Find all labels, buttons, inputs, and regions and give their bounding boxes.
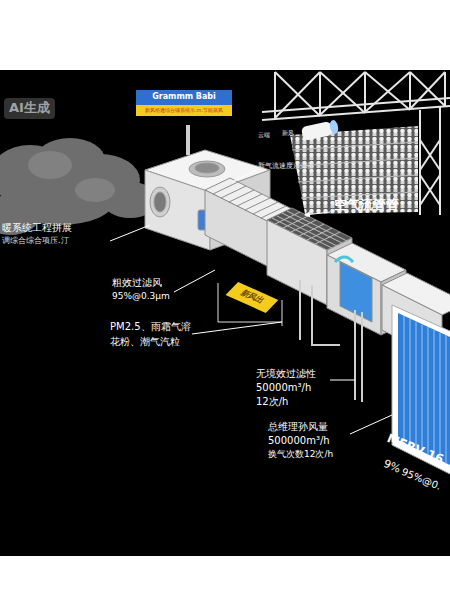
sign-board: Grammm Babi新风组通综合铺系统示.m.节能器风 bbox=[136, 90, 232, 116]
node-heading: Grammm Babi bbox=[136, 90, 232, 105]
background bbox=[0, 70, 450, 556]
watermark: AI生成 bbox=[4, 98, 55, 119]
callout-value: 12次/h bbox=[256, 396, 288, 408]
smoke-light bbox=[28, 151, 115, 202]
sign-post bbox=[186, 125, 190, 155]
callout-value: 50000m³/h bbox=[256, 382, 311, 394]
cyan-pipe bbox=[335, 257, 353, 262]
callout-text: 粗效过滤风 bbox=[112, 277, 162, 289]
node-body: 新风组通综合铺系统示.m.节能器风 bbox=[136, 105, 232, 117]
callout-text: 暖系统工程拼展 bbox=[2, 222, 72, 234]
callout-text: 总维理孙风量 bbox=[268, 421, 328, 433]
callout-text: 调综合综合项压.汀 bbox=[2, 236, 69, 245]
stadium-label: 云端 bbox=[258, 132, 270, 139]
stadium-label: 新风 bbox=[282, 130, 294, 137]
callout-text: 花粉、潮气汽粒 bbox=[110, 336, 180, 348]
flow-label: 空气流管管 bbox=[334, 198, 399, 213]
dimension-bracket bbox=[218, 283, 282, 326]
smoke bbox=[0, 138, 158, 235]
callout-value: 换气次数12次/h bbox=[268, 449, 333, 459]
part-label: 新气流速度过滤器 bbox=[258, 162, 314, 170]
callout-value: 500000m³/h bbox=[268, 435, 330, 447]
spotlight bbox=[301, 119, 339, 141]
callout-value: 95%@0.3μm bbox=[112, 291, 170, 301]
callout-text: 无境效过滤性 bbox=[256, 368, 316, 380]
stadium-truss bbox=[262, 72, 450, 215]
callout-text: PM2.5、雨霜气溶 bbox=[110, 321, 191, 333]
